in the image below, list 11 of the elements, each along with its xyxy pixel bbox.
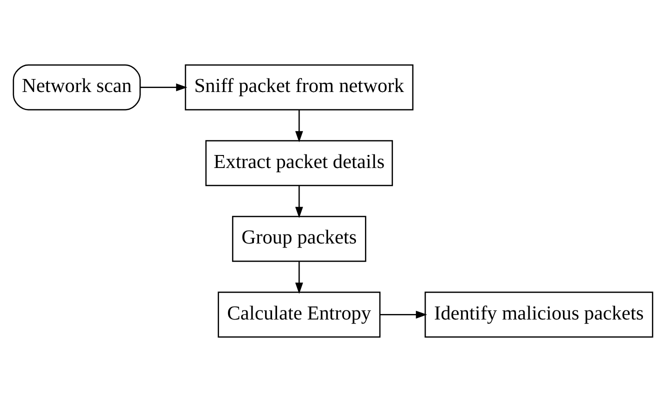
- node-box: Network scan: [12, 64, 141, 110]
- arrow: [295, 185, 304, 218]
- node-box: Identify malicious packets: [424, 291, 654, 338]
- arrow: [295, 261, 304, 294]
- node-box: Sniff packet from network: [184, 64, 414, 110]
- arrow: [380, 310, 428, 318]
- node-box: Calculate Entropy: [218, 291, 381, 338]
- node-box: Extract packet details: [205, 140, 393, 186]
- arrow: [140, 82, 188, 91]
- arrow: [295, 110, 304, 142]
- node-box: Group packets: [232, 215, 366, 262]
